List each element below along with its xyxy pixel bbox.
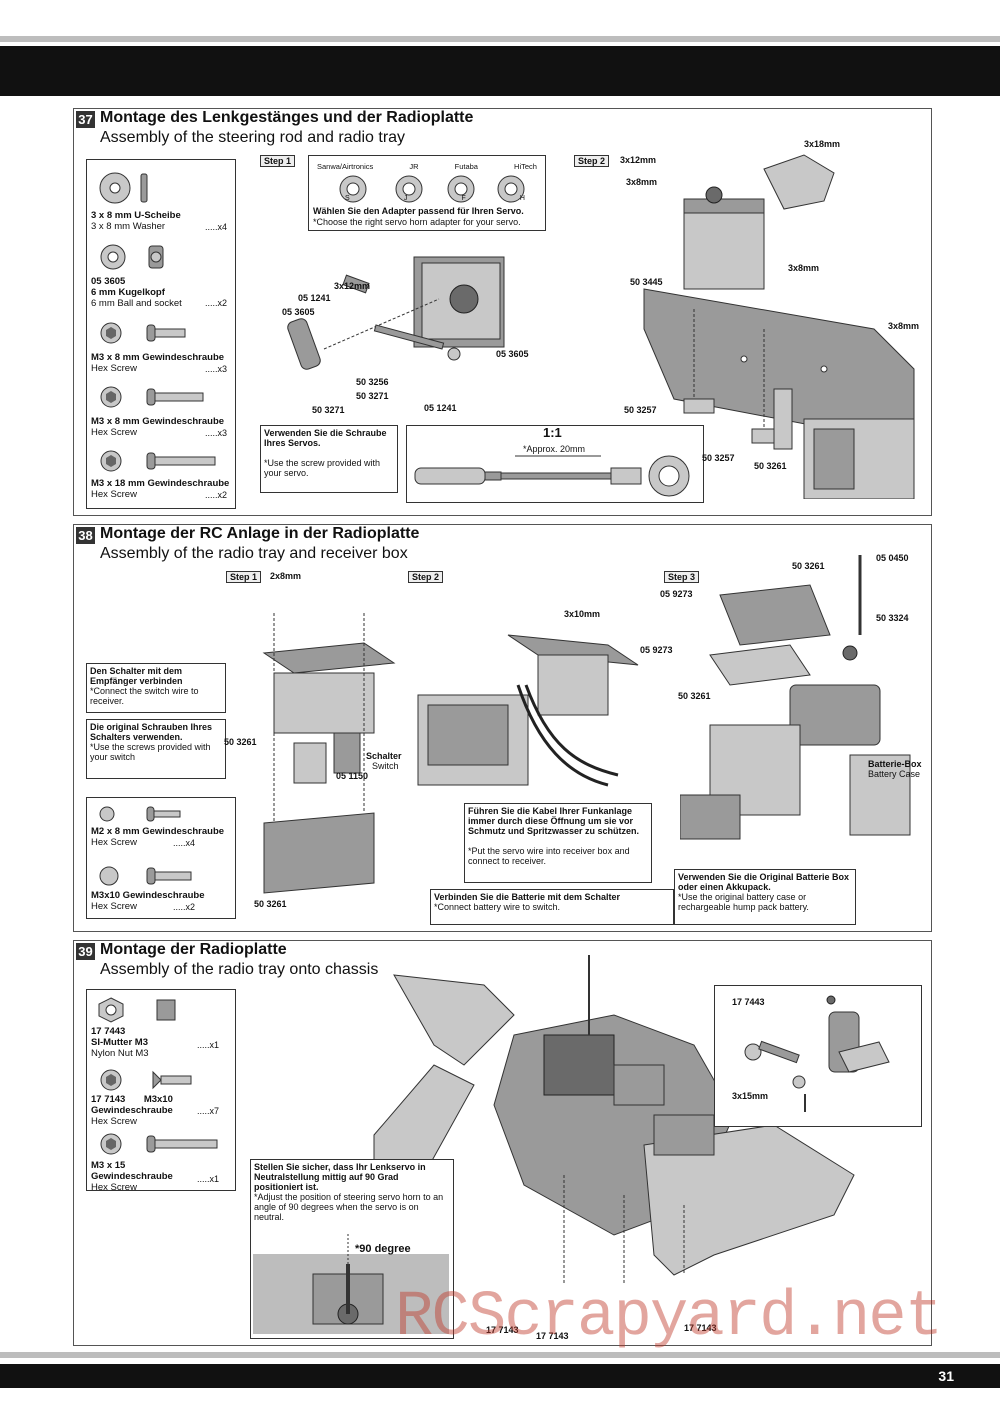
step-title-de: Montage des Lenkgestänges und der Radiop… [100, 109, 474, 126]
hex-screw-icon [100, 322, 186, 344]
step-title-en: Assembly of the radio tray and receiver … [100, 545, 408, 562]
step2-label: Step 2 [408, 571, 444, 583]
step-39-panel: 39 Montage der Radioplatte Assembly of t… [73, 940, 932, 1346]
step-number: 37 [76, 111, 95, 128]
footer-bar [0, 1364, 1000, 1388]
step1-label: Step 1 [260, 155, 296, 167]
header-bar [0, 46, 1000, 96]
servo-neutral-note: Stellen Sie sicher, dass Ihr Lenkservo i… [250, 1159, 454, 1339]
servo-adapter-icon [339, 175, 525, 203]
radio-tray-drawing [643, 154, 915, 499]
steering-rod-drawing [287, 256, 505, 370]
nut-icon [98, 997, 176, 1023]
step-number: 38 [76, 527, 95, 544]
servo-linkage-box [714, 985, 922, 1127]
hex-screw-icon [99, 866, 192, 886]
page-number: 31 [938, 1368, 954, 1384]
switch-screws-note: Die original Schrauben Ihres Schalters v… [86, 719, 226, 779]
step3-label: Step 3 [664, 571, 700, 583]
bottom-rule [0, 1352, 1000, 1358]
hex-screw-icon [100, 386, 204, 408]
hex-screw-icon [99, 806, 181, 822]
rod-length-box: 1:1 *Approx. 20mm [406, 425, 704, 503]
tray-box-drawing [417, 634, 639, 787]
watermark: RCScrapyard.net [395, 1282, 943, 1354]
top-rule [0, 36, 1000, 42]
step-37-panel: 37 Montage des Lenkgestänges und der Rad… [73, 108, 932, 516]
rod-icon [414, 455, 690, 497]
screw-note: Verwenden Sie die Schraube Ihres Servos.… [260, 425, 398, 493]
servo-saver-icon [744, 995, 890, 1112]
step-number: 39 [76, 943, 95, 960]
hex-screw-icon [100, 1133, 218, 1155]
chassis-drawing [373, 955, 855, 1285]
hex-screw-icon [100, 1069, 192, 1091]
cable-note: Führen Sie die Kabel Ihrer Funkanlage im… [464, 803, 652, 883]
step-38-panel: 38 Montage der RC Anlage in der Radiopla… [73, 524, 932, 932]
step-title-de: Montage der RC Anlage in der Radioplatte [100, 525, 420, 542]
step2-label: Step 2 [574, 155, 610, 167]
battery-switch-note: Verbinden Sie die Batterie mit dem Schal… [430, 889, 674, 925]
servo-horn-icon [253, 1234, 449, 1334]
step1-label: Step 1 [226, 571, 262, 583]
receiver-box-drawing [262, 613, 396, 894]
step-title-en: Assembly of the radio tray onto chassis [100, 961, 379, 978]
battery-box-drawing [680, 555, 911, 840]
switch-note: Den Schalter mit dem Empfänger verbinden… [86, 663, 226, 713]
hex-screw-icon [100, 450, 216, 472]
step-title-de: Montage der Radioplatte [100, 941, 287, 958]
step-title-en: Assembly of the steering rod and radio t… [100, 129, 406, 146]
washer-icon [99, 172, 148, 204]
ball-socket-icon [100, 244, 164, 270]
battery-case-note: Verwenden Sie die Original Batterie Box … [674, 869, 856, 925]
